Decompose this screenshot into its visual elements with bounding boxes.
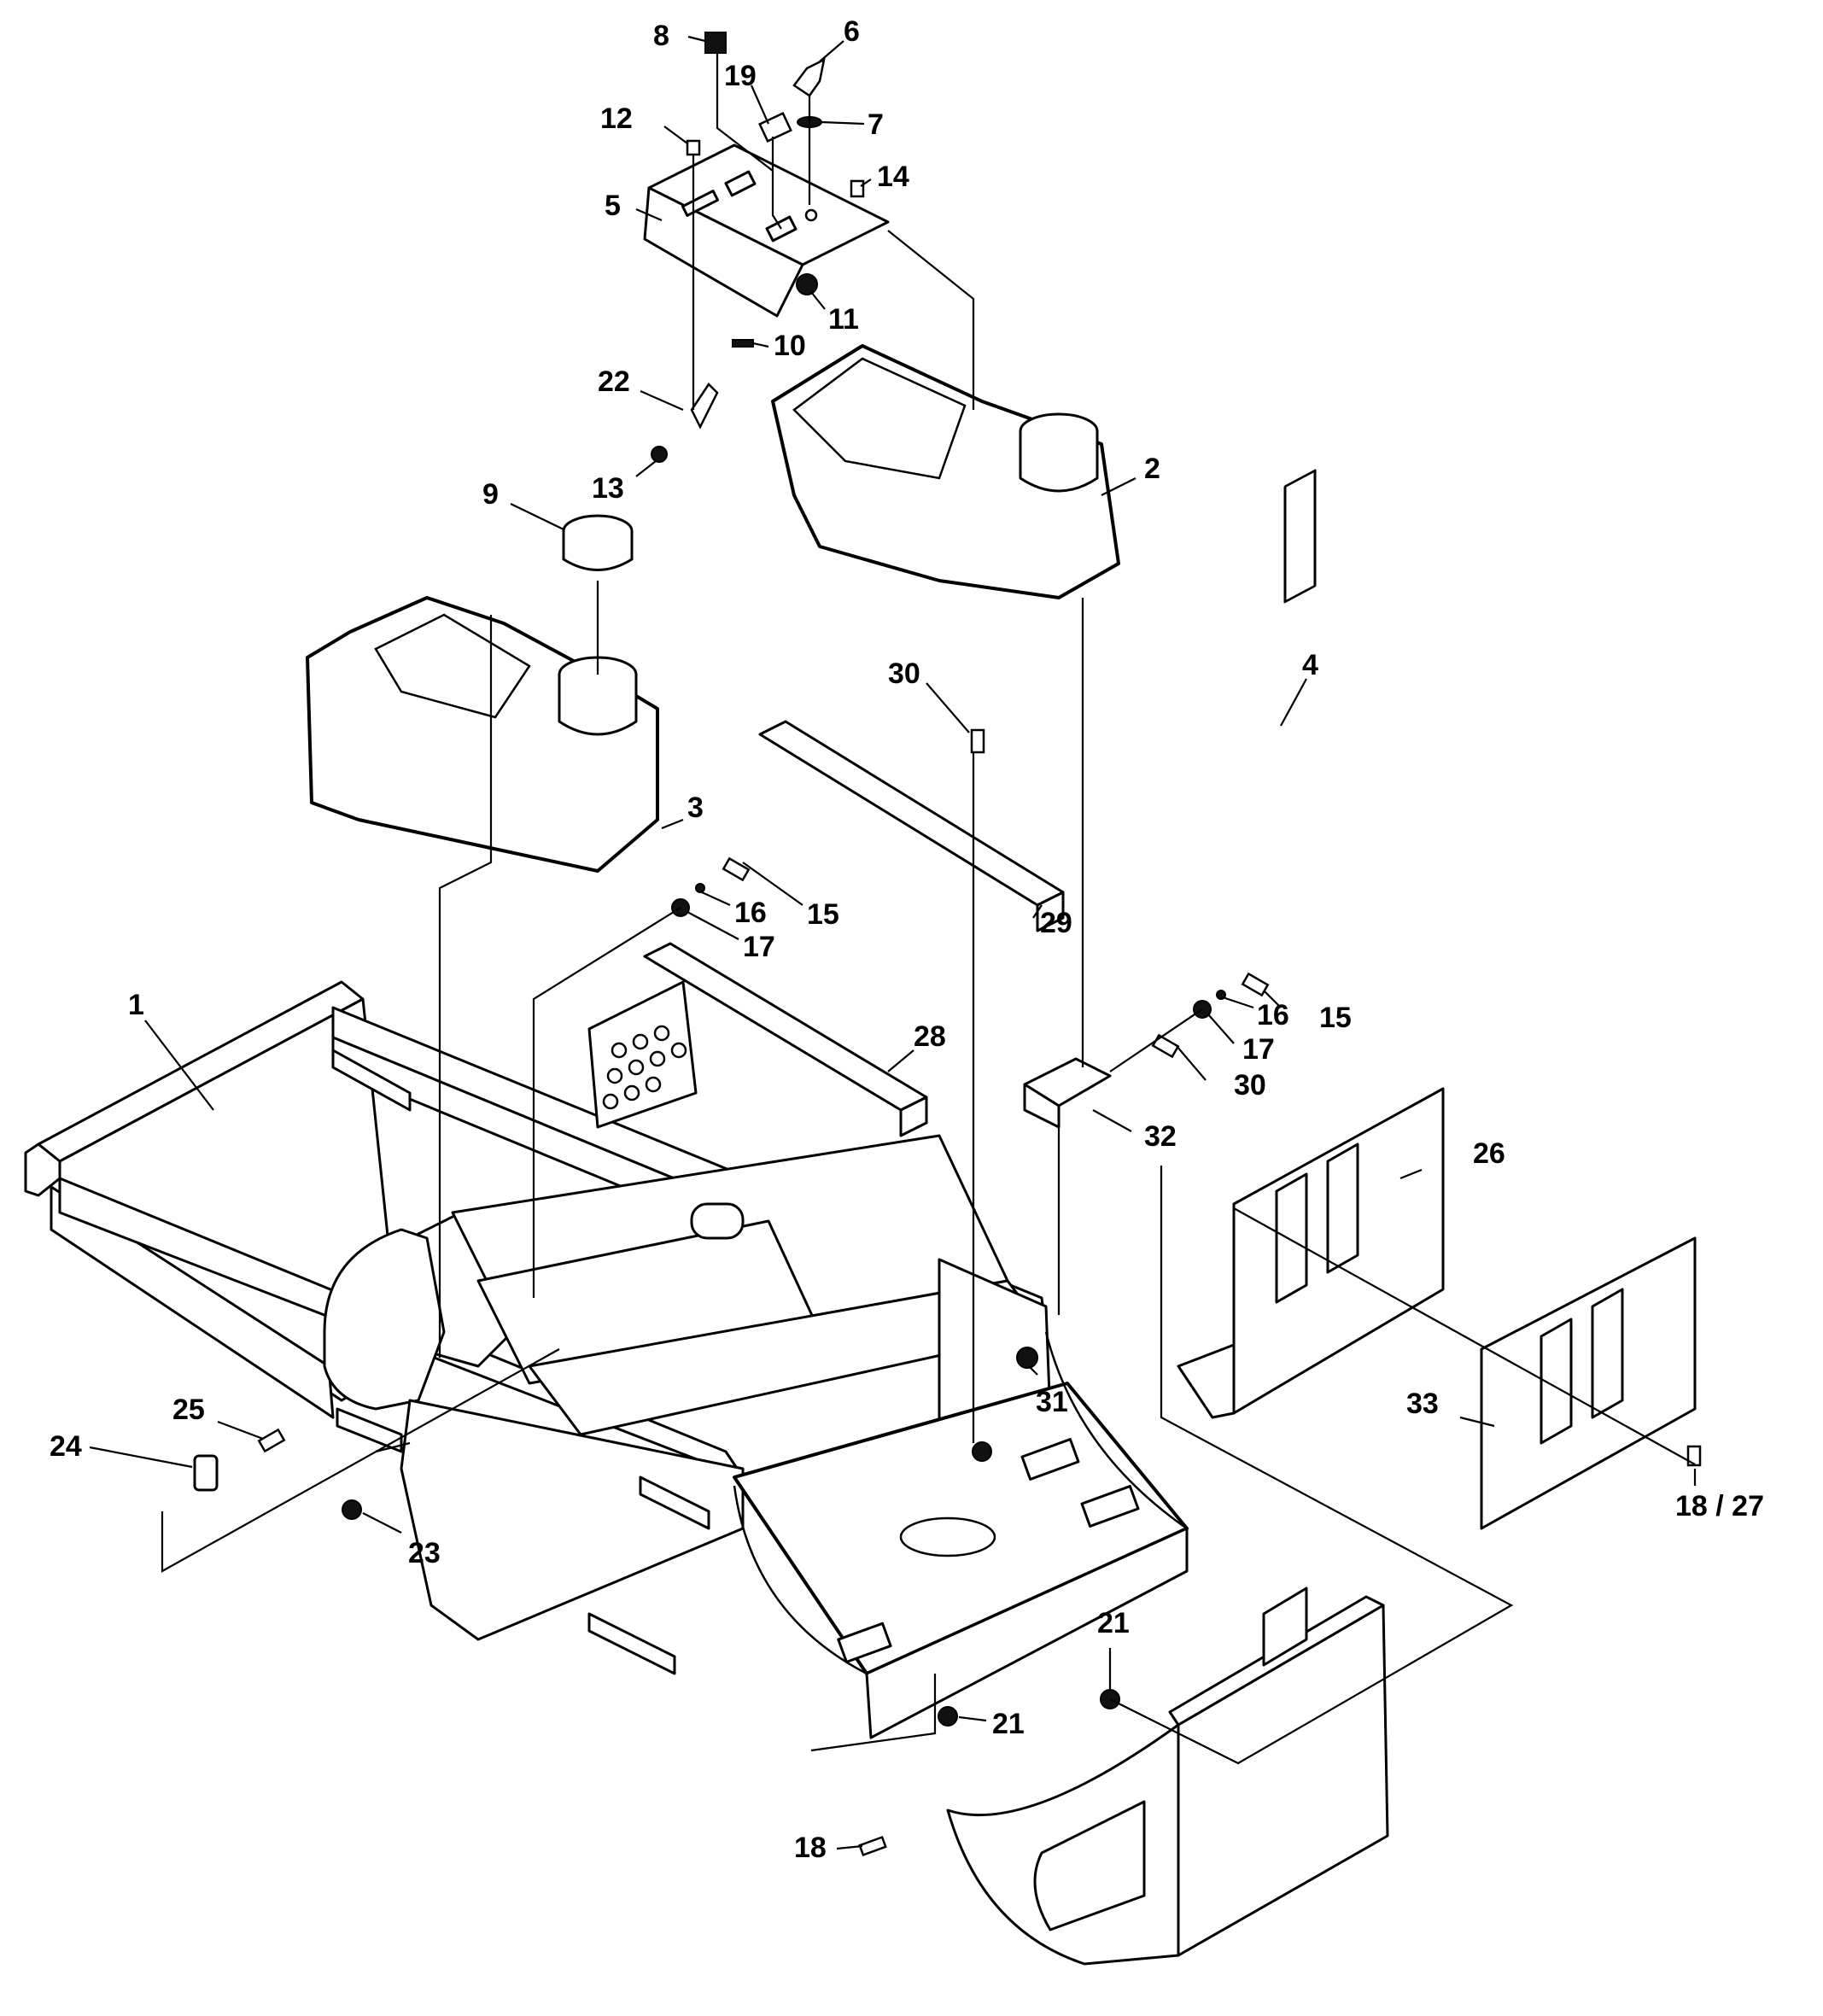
part-10-nut <box>732 339 754 348</box>
leader-lines <box>89 35 1697 1850</box>
callout-11: 11 <box>828 303 859 336</box>
fender-pod-3 <box>306 596 659 873</box>
part-15-bolt-left <box>722 856 751 882</box>
part-18-screw <box>858 1835 887 1857</box>
callout-13: 13 <box>592 472 624 505</box>
callout-15-left: 15 <box>807 898 839 931</box>
callout-33: 33 <box>1406 1388 1439 1420</box>
floor-pan-cutout-1 <box>1020 1438 1080 1481</box>
bracket-29 <box>758 720 1065 932</box>
callout-7: 7 <box>868 108 884 141</box>
floor-pan-cutout-2 <box>1080 1485 1140 1528</box>
callout-31: 31 <box>1036 1386 1068 1418</box>
callout-16-left: 16 <box>734 897 767 929</box>
callout-14: 14 <box>877 161 909 193</box>
floor-sweep-left <box>733 1485 868 1675</box>
callout-2: 2 <box>1144 453 1160 485</box>
callout-10: 10 <box>774 330 806 362</box>
assembly-lines <box>161 53 1696 1765</box>
callout-22: 22 <box>598 365 630 398</box>
part-25-bolt <box>257 1428 286 1453</box>
callout-21-lower: 21 <box>992 1708 1025 1740</box>
side-gusset-plate <box>587 980 698 1129</box>
callout-8: 8 <box>653 20 669 52</box>
rear-shroud-top-lip <box>1168 1595 1385 1727</box>
callout-18-27: 18 / 27 <box>1675 1490 1764 1522</box>
callout-18: 18 <box>794 1832 827 1864</box>
callout-30-upper: 30 <box>888 657 920 690</box>
bracket-24 <box>193 1454 219 1492</box>
part-11-grommet <box>796 273 818 295</box>
floor-pan-cutout-3 <box>837 1622 892 1663</box>
fender-pod-2 <box>771 344 1120 599</box>
part-9-cap-body <box>562 531 634 571</box>
front-left-cowl <box>323 1228 446 1411</box>
frame-assembly <box>24 980 1189 1739</box>
part-14-screw <box>850 179 865 198</box>
floor-pan-front-edge <box>865 1527 1189 1739</box>
callout-30-lower: 30 <box>1234 1069 1266 1101</box>
callout-17-left: 17 <box>743 931 775 963</box>
console-plate-5 <box>643 143 890 318</box>
part-30-bolt-lower <box>1151 1033 1180 1059</box>
callout-26: 26 <box>1473 1137 1505 1170</box>
callout-17-right: 17 <box>1242 1033 1275 1066</box>
callout-labels: 1 2 3 4 5 6 7 8 9 10 11 12 13 14 15 15 1… <box>50 15 1764 1864</box>
mount-tab-mid <box>639 1475 710 1530</box>
callout-28: 28 <box>914 1020 946 1053</box>
callout-9: 9 <box>482 478 499 511</box>
floor-pan-center-hole <box>899 1516 996 1557</box>
pivot-tube <box>690 1202 745 1240</box>
part-31-nut <box>1016 1347 1038 1369</box>
callout-5: 5 <box>605 190 621 222</box>
callout-19: 19 <box>724 60 757 92</box>
part-6-key <box>792 57 826 97</box>
lower-left-panel <box>400 1399 745 1641</box>
part-19-switch <box>758 112 792 143</box>
part-13-screw <box>651 446 668 463</box>
callout-32: 32 <box>1144 1120 1177 1153</box>
part-18-27-screw <box>1686 1445 1702 1467</box>
callout-25: 25 <box>172 1394 205 1426</box>
callout-6: 6 <box>844 15 860 48</box>
bracket-32 <box>1023 1057 1112 1129</box>
callout-1: 1 <box>128 989 144 1021</box>
part-12-clip <box>686 139 701 156</box>
floor-sweep-right <box>1044 1331 1188 1530</box>
callout-23: 23 <box>408 1537 441 1569</box>
callout-21-upper: 21 <box>1097 1607 1130 1639</box>
callout-16-right: 16 <box>1257 999 1289 1031</box>
callout-15-right: 15 <box>1319 1002 1352 1034</box>
callout-3: 3 <box>687 792 704 824</box>
callout-24: 24 <box>50 1430 82 1463</box>
callout-29: 29 <box>1040 907 1072 939</box>
part-30-bolt-upper <box>970 728 985 754</box>
mount-tab-rear <box>331 1049 412 1112</box>
bracket-28 <box>643 942 928 1137</box>
mount-tab-left <box>336 1407 403 1453</box>
rear-shroud <box>946 1587 1389 1966</box>
part-22-harness <box>690 383 719 429</box>
part-16-washer-left <box>695 883 705 893</box>
callout-12: 12 <box>600 102 633 135</box>
rear-shroud-bracket <box>1262 1587 1308 1667</box>
part-15-bolt-right <box>1241 972 1270 997</box>
part-31-nut-floor <box>972 1441 992 1462</box>
left-frame-channel <box>50 1185 335 1419</box>
side-panel-33 <box>1480 1236 1697 1530</box>
part-21-nut-left <box>938 1706 958 1727</box>
callout-4: 4 <box>1302 649 1318 681</box>
part-23-nut <box>342 1499 362 1520</box>
part-8-switch <box>704 32 727 54</box>
gusset-holes <box>602 1025 687 1110</box>
mount-tab-bottom <box>587 1612 676 1675</box>
side-panel-26 <box>1177 469 1445 1419</box>
rear-shroud-cutout <box>1033 1800 1146 1931</box>
